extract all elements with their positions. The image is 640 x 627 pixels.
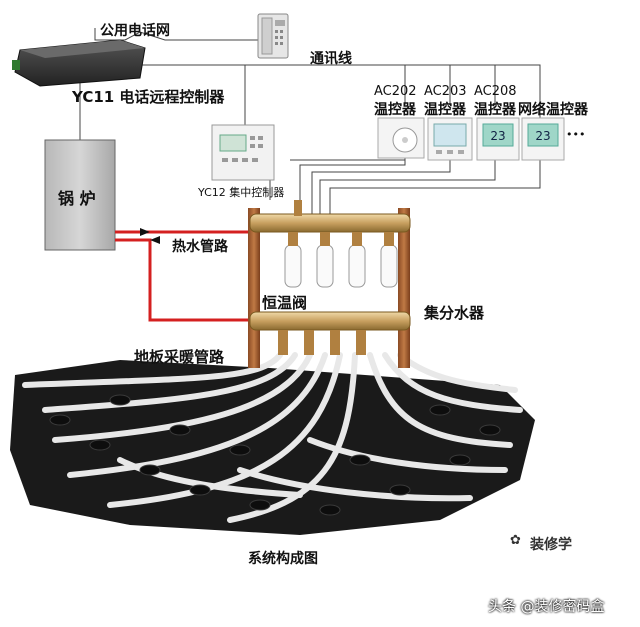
label-thermo-1-model: AC202	[374, 84, 417, 99]
supply-header	[249, 213, 411, 233]
thermo-2-route	[311, 160, 451, 215]
label-phone-network: 公用电话网	[100, 23, 170, 39]
telephone	[257, 13, 289, 59]
label-thermo-3-model: AC208	[474, 84, 517, 99]
label-central-controller: YC12 集中控制器	[198, 186, 285, 199]
terminal-block	[12, 60, 20, 70]
brand-wechat-icon: ✿	[510, 533, 521, 548]
thermo-3-route	[319, 160, 496, 215]
boiler	[44, 139, 116, 251]
caption: 系统构成图	[248, 551, 318, 567]
thermostat-ac203	[427, 117, 473, 161]
label-network-thermo: 网络温控器	[518, 102, 588, 118]
thermo-4-reading: 23	[535, 129, 550, 143]
label-comm-line: 通讯线	[310, 51, 352, 67]
flow-meters	[284, 244, 398, 288]
label-manifold: 集分水器	[424, 304, 485, 322]
flow-arrows	[140, 228, 160, 244]
floor-pipes	[22, 352, 523, 523]
pipe-clips	[49, 394, 501, 516]
label-remote-controller: YC11 电话远程控制器	[72, 88, 225, 106]
label-thermostatic-valve: 恒温阀	[262, 294, 308, 312]
hot-water-pipes	[115, 230, 255, 322]
air-vent	[294, 200, 302, 216]
watermark: 头条 @装修密码盒	[488, 599, 605, 615]
label-thermo-2-type: 温控器	[424, 102, 466, 118]
thermo-3-reading: 23	[490, 129, 505, 143]
manifold	[248, 200, 411, 368]
flow-arrow-supply	[140, 228, 150, 236]
return-header	[249, 311, 411, 331]
thermostat-network: 23	[521, 117, 565, 161]
yc12-central-controller	[211, 124, 275, 181]
label-thermo-1-type: 温控器	[374, 102, 416, 118]
return-pipe	[115, 238, 255, 322]
flow-arrow-return	[150, 236, 160, 244]
label-boiler: 锅 炉	[58, 189, 96, 208]
ellipsis-more: •••	[566, 128, 586, 141]
floor-heating-area	[10, 352, 535, 535]
label-thermo-2-model: AC203	[424, 84, 467, 99]
thermostat-ac202	[377, 117, 425, 159]
label-hot-water-pipe: 热水管路	[172, 239, 228, 255]
thermo-4-route	[329, 180, 541, 215]
label-thermo-3-type: 温控器	[474, 102, 516, 118]
brand-name: 装修学	[530, 537, 572, 553]
label-floor-pipe: 地板采暖管路	[134, 348, 225, 366]
yc11-remote-controller	[12, 39, 146, 87]
thermostat-ac208: 23	[476, 117, 520, 161]
valve-stems	[278, 232, 394, 355]
phone-network-line	[94, 28, 265, 41]
